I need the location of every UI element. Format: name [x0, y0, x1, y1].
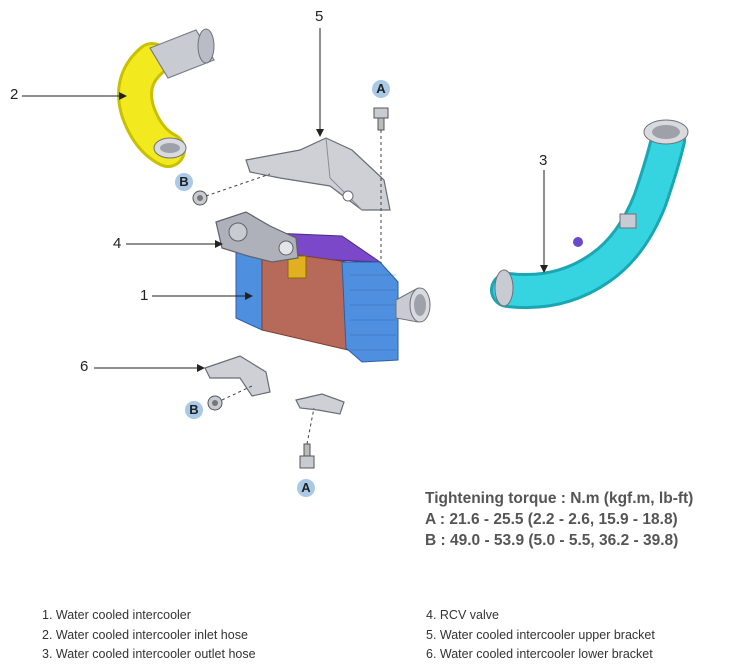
legend-item-5: 5. Water cooled intercooler upper bracke… — [426, 627, 655, 642]
leader-arrows — [22, 28, 548, 372]
rcv-valve — [215, 211, 299, 263]
legend-right: 4. RCV valve 5. Water cooled intercooler… — [426, 606, 655, 665]
legend-item-1: 1. Water cooled intercooler — [42, 608, 191, 622]
legend-item-2: 2. Water cooled intercooler inlet hose — [42, 627, 248, 642]
legend-item-6: 6. Water cooled intercooler lower bracke… — [426, 647, 653, 661]
nut-b-top — [192, 190, 208, 206]
bolt-a-top — [373, 107, 389, 131]
callout-2: 2 — [10, 86, 19, 103]
legend-item-3: 3. Water cooled intercooler outlet hose — [42, 647, 256, 661]
intercooler — [235, 231, 431, 363]
callout-3: 3 — [539, 152, 548, 169]
alignment-lines — [205, 130, 382, 445]
fastener-badge-b-bottom: B — [185, 401, 203, 419]
outlet-hose — [490, 119, 689, 310]
fastener-badge-b-top: B — [175, 173, 193, 191]
fastener-badge-a-bottom: A — [297, 479, 315, 497]
callout-4: 4 — [113, 235, 122, 252]
callout-6: 6 — [80, 358, 89, 375]
torque-heading: Tightening torque : N.m (kgf.m, lb-ft) — [425, 490, 694, 507]
callout-1: 1 — [140, 287, 149, 304]
torque-line-a: A : 21.6 - 25.5 (2.2 - 2.6, 15.9 - 18.8) — [425, 511, 678, 528]
bolt-a-bottom — [299, 443, 315, 469]
fastener-badge-a-top: A — [372, 80, 390, 98]
callout-5: 5 — [315, 8, 324, 25]
legend-item-4: 4. RCV valve — [426, 608, 499, 622]
upper-bracket — [245, 137, 391, 211]
torque-spec: Tightening torque : N.m (kgf.m, lb-ft) A… — [425, 488, 693, 551]
inlet-hose — [117, 28, 215, 168]
legend-left: 1. Water cooled intercooler 2. Water coo… — [42, 606, 256, 665]
nut-b-bottom — [207, 395, 223, 411]
lower-bracket — [204, 355, 345, 415]
torque-line-b: B : 49.0 - 53.9 (5.0 - 5.5, 36.2 - 39.8) — [425, 532, 679, 549]
